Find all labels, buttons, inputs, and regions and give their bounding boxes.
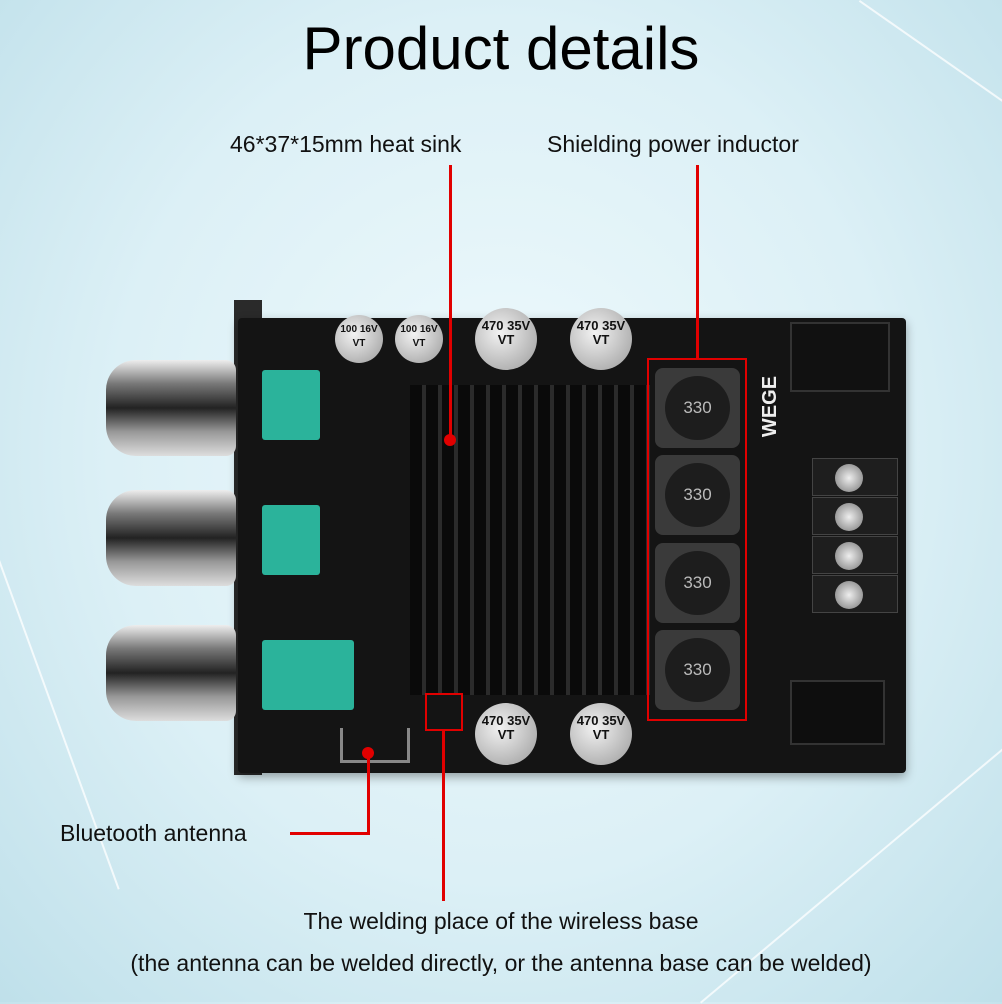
inductor: 330 (655, 630, 740, 710)
capacitor: 100 16V VT (395, 315, 443, 363)
callout-dot (444, 434, 456, 446)
screw-terminal (812, 575, 898, 613)
knob (106, 360, 236, 456)
heat-sink-callout-line (449, 165, 452, 440)
antenna-callout-line (367, 752, 370, 835)
callout-dot (362, 747, 374, 759)
heat-sink-label: 46*37*15mm heat sink (230, 131, 462, 157)
potentiometer (262, 370, 320, 440)
capacitor: 470 35V VT (475, 703, 537, 765)
antenna-label: Bluetooth antenna (60, 820, 247, 846)
pcb-antenna (340, 728, 410, 763)
capacitor: 470 35V VT (475, 308, 537, 370)
brand-mark: WEGE (759, 375, 782, 438)
inductor: 330 (655, 543, 740, 623)
welding-note: (the antenna can be welded directly, or … (130, 950, 872, 976)
welding-callout-line (442, 731, 445, 901)
capacitor: 470 35V VT (570, 703, 632, 765)
welding-highlight-box (425, 693, 463, 731)
screw-terminal (812, 458, 898, 496)
inductor-label: Shielding power inductor (547, 131, 799, 157)
inductor-callout-line (696, 165, 699, 360)
knob (106, 625, 236, 721)
inductor: 330 (655, 368, 740, 448)
dc-jack (790, 322, 890, 392)
knob (106, 490, 236, 586)
screw-terminal (812, 536, 898, 574)
page-title: Product details (302, 15, 700, 82)
potentiometer (262, 640, 354, 710)
heat-sink (410, 385, 650, 695)
inductor: 330 (655, 455, 740, 535)
potentiometer (262, 505, 320, 575)
inductor-highlight-box (647, 358, 747, 721)
screw-terminal (812, 497, 898, 535)
welding-label: The welding place of the wireless base (303, 908, 699, 934)
antenna-callout-line (290, 832, 370, 835)
capacitor: 470 35V VT (570, 308, 632, 370)
audio-jack (790, 680, 885, 745)
capacitor: 100 16V VT (335, 315, 383, 363)
